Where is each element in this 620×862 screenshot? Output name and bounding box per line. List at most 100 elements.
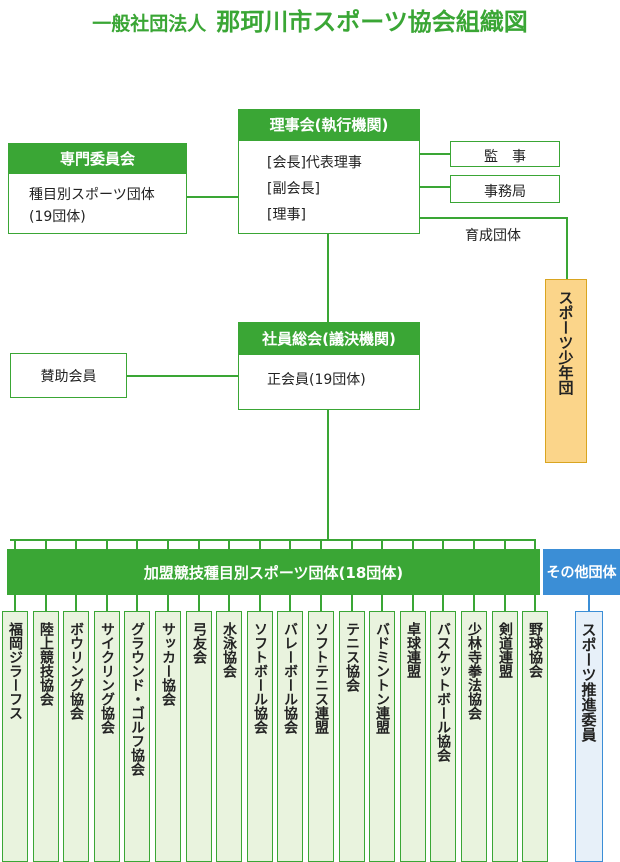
association-column: 少林寺拳法協会	[461, 611, 487, 862]
federation-drop-bottom	[473, 595, 475, 611]
association-column: 野球協会	[522, 611, 548, 862]
federation-drop-top	[320, 539, 322, 549]
federation-drop-top	[136, 539, 138, 549]
federation-bar: 加盟競技種目別スポーツ団体(18団体)	[7, 549, 540, 595]
federation-drop-top	[412, 539, 414, 549]
association-column: テニス協会	[339, 611, 365, 862]
association-label: バドミントン連盟	[374, 622, 390, 734]
federation-drop-bottom	[504, 595, 506, 611]
other-group-column: スポーツ推進委員	[575, 611, 603, 862]
specialist-committee-header: 専門委員会	[8, 143, 187, 173]
federation-drop-top	[14, 539, 16, 549]
others-connector	[588, 595, 590, 611]
association-column: グラウンド・ゴルフ協会	[124, 611, 150, 862]
federation-drop-top	[167, 539, 169, 549]
association-label: 福岡ジラーフス	[7, 622, 23, 720]
board-box: [会長]代表理事 [副会長] [理事]	[238, 140, 420, 234]
board-line-3: [理事]	[267, 207, 306, 223]
secretariat-label: 事務局	[484, 184, 526, 200]
association-label: 卓球連盟	[405, 622, 421, 678]
association-column: バレーボール協会	[277, 611, 303, 862]
other-group-label: スポーツ推進委員	[579, 622, 598, 742]
federation-drop-top	[198, 539, 200, 549]
specialist-committee-box: 種目別スポーツ団体 (19団体)	[8, 173, 187, 234]
general-meeting-box: 正会員(19団体)	[238, 354, 420, 410]
connector-board-auditor	[420, 153, 450, 155]
association-label: 少林寺拳法協会	[466, 622, 482, 720]
federation-drop-top	[504, 539, 506, 549]
federation-drop-top	[75, 539, 77, 549]
federation-drop-bottom	[442, 595, 444, 611]
federation-drop-top	[289, 539, 291, 549]
title-name: 那珂川市スポーツ協会組織図	[216, 8, 528, 36]
association-label: バレーボール協会	[282, 622, 298, 734]
federation-drop-bottom	[381, 595, 383, 611]
federation-drop-top	[381, 539, 383, 549]
board-header: 理事会(執行機関)	[238, 109, 420, 140]
specialist-committee-line-2: (19団体)	[29, 209, 86, 225]
federation-drop-bottom	[75, 595, 77, 611]
federation-drop-top	[442, 539, 444, 549]
association-label: 野球協会	[527, 622, 543, 678]
federation-drop-top	[45, 539, 47, 549]
association-column: バスケットボール協会	[430, 611, 456, 862]
federation-drop-bottom	[14, 595, 16, 611]
association-column: 卓球連盟	[400, 611, 426, 862]
association-column: 福岡ジラーフス	[2, 611, 28, 862]
association-column: サッカー協会	[155, 611, 181, 862]
federation-drop-bottom	[289, 595, 291, 611]
connector-meeting-federation	[327, 410, 329, 540]
association-label: サッカー協会	[160, 622, 176, 706]
association-label: ソフトボール協会	[252, 622, 268, 734]
connector-board-secretariat	[420, 186, 450, 188]
supporting-member-label: 賛助会員	[40, 369, 97, 385]
connector-supporter-meeting	[127, 375, 238, 377]
title-org: 一般社団法人	[92, 13, 207, 35]
association-column: 水泳協会	[216, 611, 242, 862]
federation-drop-bottom	[412, 595, 414, 611]
board-line-2: [副会長]	[267, 181, 320, 197]
federation-drop-top	[228, 539, 230, 549]
federation-drop-bottom	[320, 595, 322, 611]
association-label: ソフトテニス連盟	[313, 622, 329, 734]
specialist-committee-line-1: 種目別スポーツ団体	[29, 187, 155, 203]
secretariat-box: 事務局	[450, 175, 560, 203]
federation-drop-top	[534, 539, 536, 549]
auditor-label: 監 事	[484, 149, 526, 165]
federation-drop-bottom	[228, 595, 230, 611]
board-line-1: [会長]代表理事	[267, 155, 362, 171]
association-label: 陸上競技協会	[38, 622, 54, 706]
association-column: ソフトテニス連盟	[308, 611, 334, 862]
youth-sports-label: スポーツ少年団	[556, 290, 575, 395]
federation-drop-bottom	[259, 595, 261, 611]
association-column: ソフトボール協会	[247, 611, 273, 862]
training-label: 育成団体	[465, 228, 521, 244]
chart-title: 一般社団法人那珂川市スポーツ協会組織図	[0, 2, 620, 36]
connector-training-youth	[566, 217, 568, 279]
federation-drop-bottom	[106, 595, 108, 611]
auditor-box: 監 事	[450, 141, 560, 167]
youth-sports-box: スポーツ少年団	[545, 279, 587, 463]
association-label: グラウンド・ゴルフ協会	[129, 622, 145, 776]
federation-drop-top	[351, 539, 353, 549]
federation-top-bar	[10, 539, 534, 541]
association-column: サイクリング協会	[94, 611, 120, 862]
association-column: 陸上競技協会	[33, 611, 59, 862]
federation-drop-bottom	[167, 595, 169, 611]
association-column: バドミントン連盟	[369, 611, 395, 862]
association-column: 弓友会	[186, 611, 212, 862]
association-label: テニス協会	[344, 622, 360, 692]
federation-drop-bottom	[136, 595, 138, 611]
federation-drop-top	[473, 539, 475, 549]
connector-board-training	[420, 217, 568, 219]
federation-drop-bottom	[45, 595, 47, 611]
association-label: 水泳協会	[221, 622, 237, 678]
others-bar: その他団体	[543, 549, 620, 595]
association-label: ボウリング協会	[68, 622, 84, 720]
federation-drop-top	[106, 539, 108, 549]
general-meeting-header: 社員総会(議決機関)	[238, 322, 420, 354]
federation-drop-top	[259, 539, 261, 549]
association-column: ボウリング協会	[63, 611, 89, 862]
general-meeting-body: 正会員(19団体)	[267, 372, 366, 388]
connector-committee-board	[187, 196, 238, 198]
